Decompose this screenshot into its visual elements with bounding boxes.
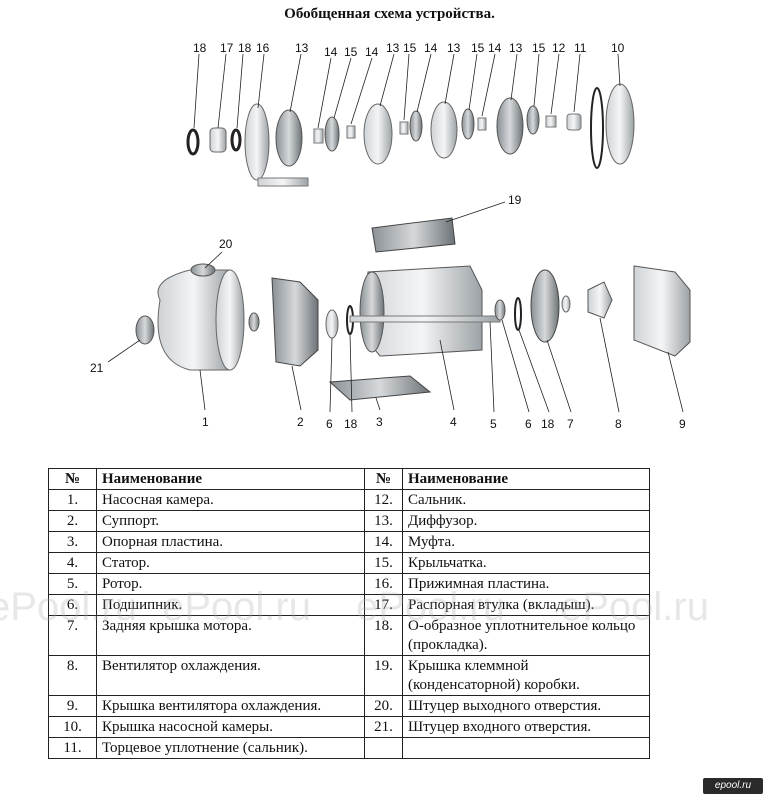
- part-label: 13: [295, 41, 309, 55]
- part-name: Статор.: [96, 552, 365, 574]
- table-row: 4. Статор. 15. Крыльчатка.: [48, 552, 650, 574]
- part-name: [402, 737, 650, 759]
- table-row: 7. Задняя крышка мотора. 18. О-образное …: [48, 615, 650, 656]
- part-label: 13: [386, 41, 400, 55]
- part-number: 21.: [364, 716, 403, 738]
- part-name: Крышка клеммной (конденсаторной) коробки…: [402, 655, 650, 696]
- part-label: 11: [574, 41, 587, 55]
- exploded-diagram: 18 17 18 16 13 14 15 14 13 15 14 13 15 1…: [90, 41, 691, 431]
- part-name: Сальник.: [402, 489, 650, 511]
- part-label: 6: [525, 417, 532, 431]
- part-number: 1.: [48, 489, 97, 511]
- part-label: 4: [450, 415, 457, 429]
- part-number: 8.: [48, 655, 97, 696]
- table-row: 3. Опорная пластина. 14. Муфта.: [48, 531, 650, 553]
- table-row: 11. Торцевое уплотнение (сальник).: [48, 737, 650, 759]
- part-label: 19: [508, 193, 522, 207]
- part-label: 18: [344, 417, 358, 431]
- part-label: 15: [471, 41, 485, 55]
- top-labels: 18 17 18 16 13 14 15 14 13 15 14 13 15 1…: [193, 41, 625, 59]
- table-row: 10. Крышка насосной камеры. 21. Штуцер в…: [48, 716, 650, 738]
- part-number: 3.: [48, 531, 97, 553]
- part-label: 14: [365, 45, 379, 59]
- part-label: 17: [220, 41, 234, 55]
- part-label: 18: [238, 41, 252, 55]
- part-name: Крыльчатка.: [402, 552, 650, 574]
- bottom-parts: [135, 263, 691, 401]
- part-number: 4.: [48, 552, 97, 574]
- part-label: 15: [532, 41, 546, 55]
- part-name: Задняя крышка мотора.: [96, 615, 365, 656]
- part-label: 12: [552, 41, 566, 55]
- part-number: 20.: [364, 695, 403, 717]
- part-name: Диффузор.: [402, 510, 650, 532]
- table-header-row: № Наименование № Наименование: [48, 468, 650, 490]
- top-parts: [186, 83, 635, 187]
- part-name: О-образное уплотнительное кольцо (прокла…: [402, 615, 650, 656]
- part-label: 2: [297, 415, 304, 429]
- part-number: 2.: [48, 510, 97, 532]
- part-label: 7: [567, 417, 574, 431]
- terminal-box-cover: 19: [371, 193, 522, 253]
- part-name: Суппорт.: [96, 510, 365, 532]
- part-name: Опорная пластина.: [96, 531, 365, 553]
- part-label: 15: [344, 45, 358, 59]
- part-number: 11.: [48, 737, 97, 759]
- table-row: 9. Крышка вентилятора охлаждения. 20. Шт…: [48, 695, 650, 717]
- part-label: 20: [219, 237, 233, 251]
- part-name: Штуцер выходного отверстия.: [402, 695, 650, 717]
- part-number: [364, 737, 403, 759]
- part-label: 1: [202, 415, 209, 429]
- part-number: 12.: [364, 489, 403, 511]
- bottom-label-leaders: [107, 251, 684, 413]
- watermark: ePool.ru: [356, 585, 505, 629]
- top-label-leaders: [193, 53, 621, 129]
- page-title: Обобщенная схема устройства.: [284, 6, 495, 22]
- part-label: 5: [490, 417, 497, 431]
- part-name: Штуцер входного отверстия.: [402, 716, 650, 738]
- part-label: 9: [679, 417, 686, 431]
- part-label: 10: [611, 41, 625, 55]
- parts-table: № Наименование № Наименование 1. Насосна…: [48, 468, 650, 759]
- column-header: Наименование: [402, 468, 650, 490]
- part-label: 14: [324, 45, 338, 59]
- watermark: ePool.ru: [162, 585, 311, 629]
- part-label: 8: [615, 417, 622, 431]
- part-number: 10.: [48, 716, 97, 738]
- part-name: Насосная камера.: [96, 489, 365, 511]
- table-row: 2. Суппорт. 13. Диффузор.: [48, 510, 650, 532]
- part-label: 15: [403, 41, 417, 55]
- watermark: ePool.ru: [560, 585, 709, 629]
- part-number: 9.: [48, 695, 97, 717]
- part-name: Торцевое уплотнение (сальник).: [96, 737, 365, 759]
- table-row: 1. Насосная камера. 12. Сальник.: [48, 489, 650, 511]
- part-label: 14: [424, 41, 438, 55]
- part-number: 13.: [364, 510, 403, 532]
- part-label: 6: [326, 417, 333, 431]
- part-number: 18.: [364, 615, 403, 656]
- part-name: Муфта.: [402, 531, 650, 553]
- part-label: 18: [193, 41, 207, 55]
- part-label: 16: [256, 41, 270, 55]
- part-number: 15.: [364, 552, 403, 574]
- part-number: 19.: [364, 655, 403, 696]
- part-label: 3: [376, 415, 383, 429]
- column-header: №: [48, 468, 97, 490]
- part-label: 13: [509, 41, 523, 55]
- column-header: №: [364, 468, 403, 490]
- site-logo: epool.ru: [703, 778, 763, 794]
- part-name: Вентилятор охлаждения.: [96, 655, 365, 696]
- part-number: 14.: [364, 531, 403, 553]
- part-label: 14: [488, 41, 502, 55]
- part-label: 21: [90, 361, 104, 375]
- table-row: 8. Вентилятор охлаждения. 19. Крышка кле…: [48, 655, 650, 696]
- part-name: Распорная втулка (вкладыш).: [402, 594, 650, 616]
- column-header: Наименование: [96, 468, 365, 490]
- bottom-labels: 20 21 1 2 6 18 3 4 5 6 18 7 8 9: [90, 237, 686, 431]
- part-label: 18: [541, 417, 555, 431]
- part-label: 13: [447, 41, 461, 55]
- part-name: Крышка вентилятора охлаждения.: [96, 695, 365, 717]
- watermark: ePool.ru: [0, 585, 137, 629]
- part-name: Крышка насосной камеры.: [96, 716, 365, 738]
